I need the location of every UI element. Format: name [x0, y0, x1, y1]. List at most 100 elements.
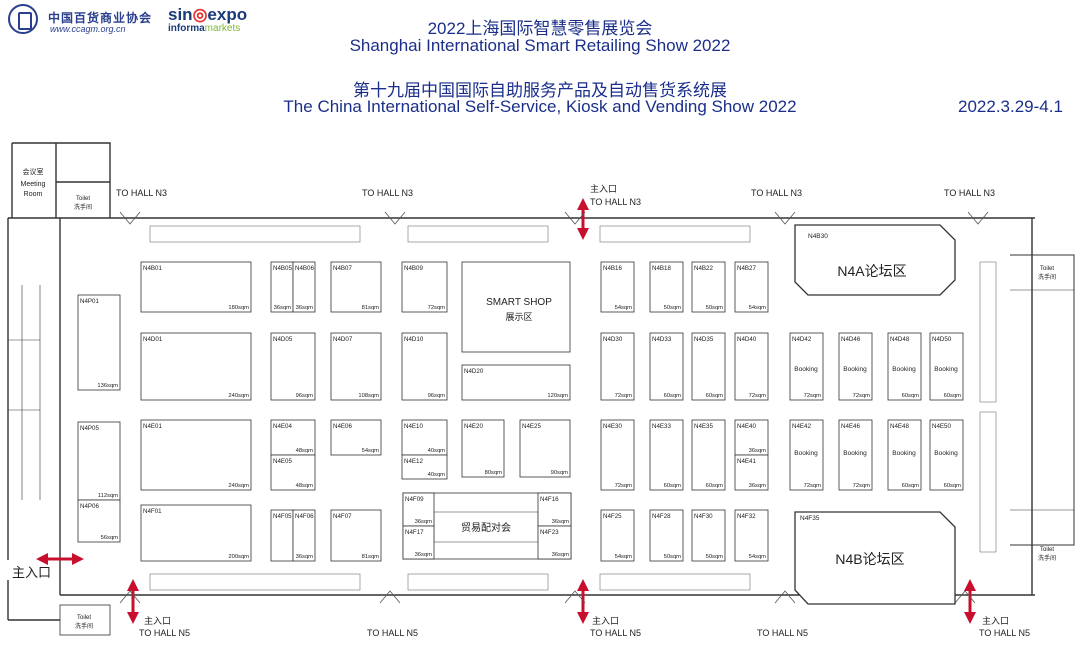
- booth-outline: [649, 261, 684, 313]
- booth-area: 36sqm: [749, 448, 767, 454]
- booth-outline: [292, 509, 316, 562]
- entrance-arrows: [36, 198, 976, 624]
- booth-area: 72sqm: [428, 305, 446, 311]
- booth-area: 36sqm: [552, 552, 570, 558]
- title-cn1: 2022上海国际智慧零售展览会: [427, 19, 653, 38]
- booth-outline: [929, 419, 964, 491]
- booth-id: N4D05: [273, 336, 293, 343]
- booth-id: N4F25: [603, 513, 622, 520]
- booth-area: 54sqm: [615, 554, 633, 560]
- main-entrance-label: 主入口: [590, 183, 617, 194]
- forum-b-code: N4F35: [800, 515, 820, 522]
- booth-id: N4E20: [464, 423, 483, 430]
- booth-n4f05[interactable]: N4F05: [270, 509, 294, 562]
- booth-outline: [270, 454, 316, 491]
- toilet-label: Toilet: [1040, 266, 1054, 272]
- booth-outline: [401, 261, 448, 313]
- booth-id: N4F23: [540, 529, 559, 536]
- booth-outline: [140, 332, 252, 401]
- booth-outline: [929, 332, 964, 401]
- booth-id: N4B07: [333, 265, 352, 272]
- meeting-room-en1: Meeting: [21, 181, 46, 188]
- booth-outline: [402, 525, 435, 560]
- booth-area: 36sqm: [415, 519, 433, 525]
- booth-n4f23[interactable]: N4F23 36sqm: [537, 525, 572, 560]
- to-hall-n3-label: TO HALL N3: [116, 188, 167, 198]
- toilet-label-cn: 洗手间: [1038, 273, 1056, 281]
- header: 中国百货商业协会 www.ccagm.org.cn sin◎expo infor…: [0, 0, 1080, 130]
- toilet-label-cn: 洗手间: [1038, 554, 1056, 562]
- booth-outline: [401, 332, 448, 401]
- booth-id: N4F32: [737, 513, 756, 520]
- sinoexpo-logo[interactable]: sin◎expo informamarkets: [168, 6, 258, 38]
- booth-outline: [140, 419, 252, 491]
- booth-n4f25[interactable]: N4F25 54sqm: [600, 509, 635, 562]
- booth-area: 60sqm: [944, 483, 962, 489]
- booth-area: 72sqm: [853, 393, 871, 399]
- booth-outline: [537, 525, 572, 560]
- booth-id: N4F05: [273, 513, 292, 520]
- booking-label: Booking: [892, 366, 916, 373]
- ccagm-logo[interactable]: 中国百货商业协会 www.ccagm.org.cn: [8, 4, 158, 36]
- booth-id: N4D33: [652, 336, 672, 343]
- to-hall-n5-label: TO HALL N5: [139, 628, 190, 638]
- booth-outline: [401, 419, 448, 456]
- booth-id: N4E42: [792, 423, 811, 430]
- booth-area: 120sqm: [547, 393, 568, 399]
- booth-id: N4E05: [273, 458, 292, 465]
- booth-area: 36sqm: [749, 483, 767, 489]
